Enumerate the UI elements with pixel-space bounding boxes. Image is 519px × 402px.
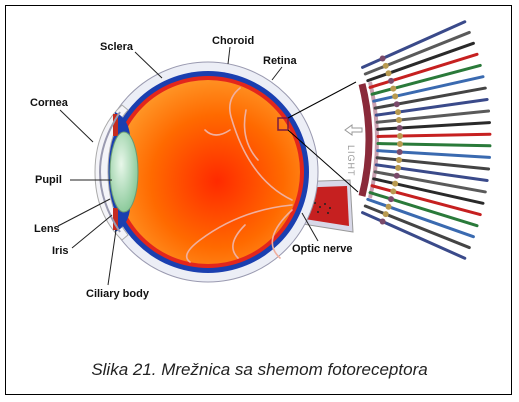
photoreceptor-cell	[378, 151, 490, 158]
cell-nucleus	[394, 101, 400, 107]
photoreceptor-cell	[378, 123, 490, 130]
cell-nucleus	[388, 78, 394, 84]
label-choroid: Choroid	[212, 35, 254, 47]
cell-nucleus	[388, 196, 394, 202]
photoreceptor-cell	[363, 22, 465, 68]
cell-nucleus	[386, 70, 392, 76]
label-ciliary-body: Ciliary body	[86, 288, 150, 300]
label-iris: Iris	[52, 245, 69, 257]
cell-nucleus	[392, 181, 398, 187]
photoreceptor-cell	[378, 144, 490, 146]
figure-caption: Slika 21. Mrežnica sa shemom fotorecepto…	[0, 360, 519, 380]
cell-nucleus	[395, 165, 401, 171]
cell-nucleus	[392, 93, 398, 99]
label-optic-nerve: Optic nerve	[292, 243, 353, 255]
cell-nucleus	[383, 63, 389, 69]
cell-nucleus	[390, 86, 396, 92]
photoreceptor-cell	[365, 32, 469, 74]
cell-nucleus	[396, 117, 402, 123]
photoreceptor-cell	[368, 199, 474, 236]
cell-nucleus	[390, 188, 396, 194]
cell-nucleus	[380, 219, 386, 225]
photoreceptor-cell	[378, 134, 490, 136]
cell-nucleus	[397, 133, 403, 139]
cell-nucleus	[395, 109, 401, 115]
cell-nucleus	[394, 173, 400, 179]
photoreceptor-cell	[365, 206, 469, 248]
cell-nucleus	[397, 141, 403, 147]
label-cornea: Cornea	[30, 97, 69, 109]
light-arrow: LIGHT	[345, 125, 362, 177]
cell-nucleus	[396, 157, 402, 163]
photoreceptor-cell	[368, 43, 474, 80]
cell-nucleus	[397, 149, 403, 155]
light-label: LIGHT	[346, 145, 356, 177]
lens-shape	[110, 132, 138, 212]
cell-nucleus	[386, 204, 392, 210]
photoreceptor-layer	[362, 22, 490, 259]
cell-nucleus	[383, 211, 389, 217]
label-pupil: Pupil	[35, 174, 62, 186]
label-sclera: Sclera	[100, 41, 134, 53]
cell-nucleus	[380, 55, 386, 61]
photoreceptor-cell	[363, 213, 465, 259]
label-lens: Lens	[34, 223, 60, 235]
cell-nucleus	[397, 125, 403, 131]
label-retina: Retina	[263, 55, 298, 67]
